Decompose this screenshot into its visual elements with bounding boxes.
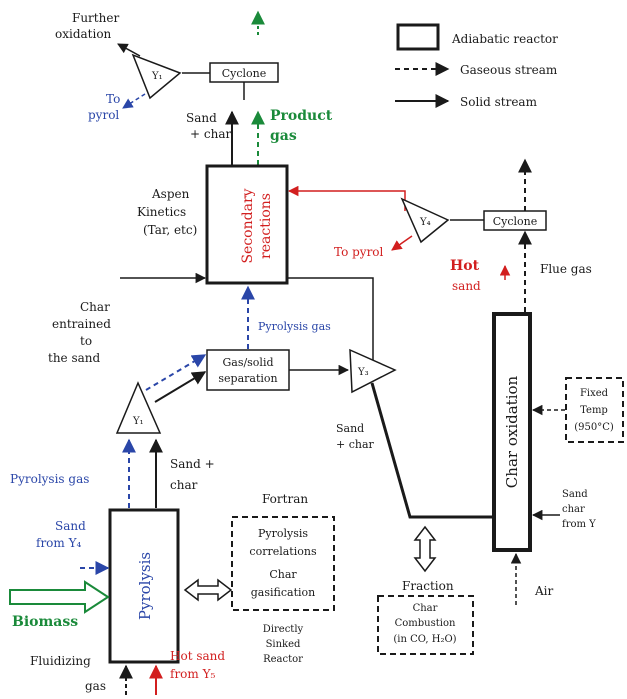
splitter-y1-lower-label: Y₁ xyxy=(132,416,144,427)
biomass-label: Biomass xyxy=(12,614,78,630)
char-oxidation-label: Char oxidation xyxy=(503,375,521,488)
sand-char-right-label-3: from Y xyxy=(562,519,596,530)
fluidizing-label-1: Fluidizing xyxy=(30,654,91,668)
fortran-line-4: gasification xyxy=(251,586,315,599)
secondary-reactions-reactor: Secondary reactions xyxy=(205,164,289,285)
splitter-y1-top xyxy=(131,53,182,100)
top-cyclone-group: Cyclone Y₁ Further oxidation To pyrol xyxy=(55,11,279,122)
further-oxidation-label-1: Further xyxy=(72,11,119,25)
splitter-y5-label: Y₄ xyxy=(419,217,431,228)
pyrolysis-fortran-double-arrow xyxy=(183,578,233,602)
char-entrained-label-2: entrained xyxy=(52,317,111,331)
sand-char-mid-label-1: Sand xyxy=(336,422,364,435)
sand-from-label-1: Sand xyxy=(55,519,86,533)
legend-solid-label: Solid stream xyxy=(460,95,538,109)
flue-gas-label: Flue gas xyxy=(540,262,592,276)
sand-char-top-label-2: + char xyxy=(190,127,231,141)
further-oxidation-arrow xyxy=(117,43,141,57)
pyrolysis-gas-left-label: Pyrolysis gas xyxy=(10,472,89,486)
fortran-box: Pyrolysis correlations Char gasification xyxy=(231,516,335,611)
pyrolysis-label: Pyrolysis xyxy=(136,552,154,620)
char-entrained-label-4: the sand xyxy=(48,351,101,365)
secondary-label-2: reactions xyxy=(258,193,274,259)
aspen-label-2: Kinetics xyxy=(137,205,186,219)
product-gas-label-2: gas xyxy=(270,128,297,144)
fraction-box: Char Combustion (in CO, H₂O) xyxy=(377,595,474,655)
further-oxidation-label-2: oxidation xyxy=(55,27,112,41)
fluidizing-label-2: gas xyxy=(85,679,106,693)
to-pyrol-top-label-2: pyrol xyxy=(88,108,119,122)
char-entrained-label-1: Char xyxy=(80,300,110,314)
sand-char-left-label-1: Sand + xyxy=(170,457,215,471)
splitter-y1-top-label: Y₁ xyxy=(151,71,163,82)
to-pyrol-top-arrow xyxy=(122,93,146,109)
sand-char-left-label-2: char xyxy=(170,478,198,492)
char-oxidation-reactor: Char oxidation xyxy=(492,312,532,552)
legend-adiabatic-label: Adiabatic reactor xyxy=(451,32,558,46)
sand-char-mid-label-2: + char xyxy=(336,438,375,451)
y1-to-gas-solid-solid xyxy=(154,371,207,403)
gas-solid-label-1: Gas/solid xyxy=(222,356,273,369)
fixed-temp-line-2: Temp xyxy=(580,405,608,416)
to-pyrol-right-arrow xyxy=(391,235,413,251)
cyclone-top-label: Cyclone xyxy=(222,67,267,80)
hot-sand-from-label-1: Hot sand xyxy=(170,649,225,663)
fortran-footer-3: Reactor xyxy=(263,654,303,665)
fixed-temp-line-1: Fixed xyxy=(580,388,609,399)
fortran-line-3: Char xyxy=(269,568,297,581)
legend-adiabatic-swatch xyxy=(396,23,440,51)
legend-gaseous-label: Gaseous stream xyxy=(460,63,558,77)
splitter-y5 xyxy=(400,197,450,244)
sand-from-label-2: from Y₄ xyxy=(36,536,82,550)
splitter-y3-label: Y₃ xyxy=(357,367,369,378)
fixed-temp-box: Fixed Temp (950°C) xyxy=(565,377,624,443)
secondary-to-y3-line xyxy=(287,277,374,360)
splitter-y3 xyxy=(349,348,397,394)
hot-sand-from-label-2: from Y₅ xyxy=(170,667,216,681)
fortran-footer-2: Sinked xyxy=(266,639,301,650)
fraction-line-2: Combustion xyxy=(395,618,456,629)
char-entrained-label-3: to xyxy=(80,334,92,348)
sand-char-right-label-2: char xyxy=(562,504,585,515)
to-pyrol-top-label-1: To xyxy=(106,92,120,106)
fortran-line-2: correlations xyxy=(249,545,317,558)
sand-char-top-label-1: Sand xyxy=(186,111,217,125)
fortran-line-1: Pyrolysis xyxy=(258,527,308,540)
y1-to-gas-solid-gas xyxy=(145,354,207,391)
y3-to-char-oxidation-line xyxy=(370,382,492,519)
aspen-label-1: Aspen xyxy=(151,187,190,201)
aspen-label-3: (Tar, etc) xyxy=(143,223,197,237)
right-cyclone-group: Cyclone Y₄ xyxy=(391,158,547,312)
sand-char-right-label-1: Sand xyxy=(562,489,588,500)
product-gas-label-1: Product xyxy=(270,108,333,124)
air-label: Air xyxy=(534,584,554,598)
fortran-footer-1: Directly xyxy=(263,624,304,635)
fraction-line-3: (in CO, H₂O) xyxy=(393,634,456,645)
gas-solid-separation-box: Gas/solid separation xyxy=(206,349,290,391)
legend: Adiabatic reactor Gaseous stream Solid s… xyxy=(395,23,558,109)
fraction-header: Fraction xyxy=(402,579,454,593)
hot-sand-recycle-line xyxy=(287,185,406,211)
hot-sand-label-2: sand xyxy=(452,279,481,293)
fraction-line-1: Char xyxy=(413,603,438,614)
to-pyrol-right-label: To pyrol xyxy=(334,245,384,259)
pyrolysis-gas-mid-label: Pyrolysis gas xyxy=(258,320,331,333)
pyrolysis-reactor: Pyrolysis xyxy=(108,508,180,664)
vertical-double-arrow xyxy=(413,525,437,573)
splitter-y1-lower xyxy=(115,381,162,434)
cyclone-right-label: Cyclone xyxy=(493,215,538,228)
secondary-label-1: Secondary xyxy=(240,188,256,263)
gas-solid-label-2: separation xyxy=(218,372,277,385)
hot-sand-label-1: Hot xyxy=(450,258,480,274)
fixed-temp-line-3: (950°C) xyxy=(574,422,614,433)
fortran-header: Fortran xyxy=(262,492,308,506)
biomass-arrow xyxy=(9,580,110,614)
